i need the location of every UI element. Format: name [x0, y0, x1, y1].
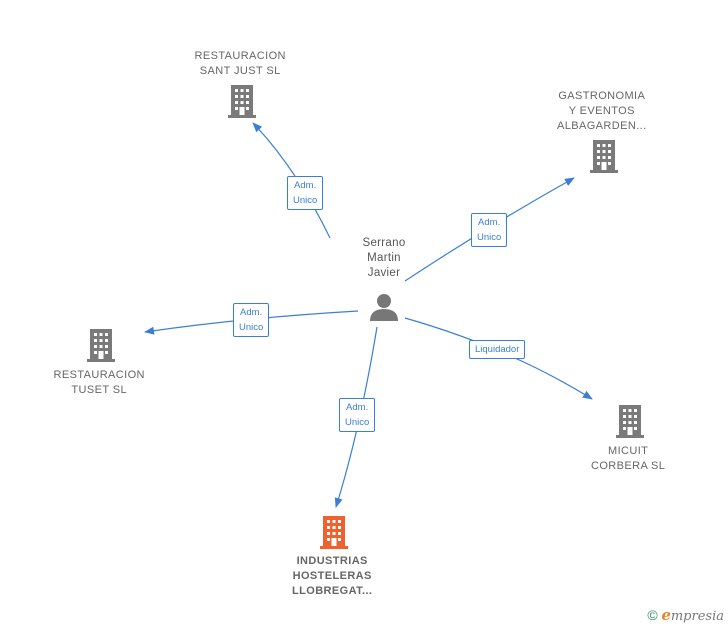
company-label-industrias-llobregat[interactable]: INDUSTRIAS HOSTELERAS LLOBREGAT... [292, 554, 372, 599]
edge-label-line: Adm. [240, 307, 263, 318]
brand-logo: empresia [661, 606, 724, 624]
company-name-line: RESTAURACION [53, 369, 145, 381]
company-name-line: RESTAURACION [194, 50, 286, 62]
person-icon[interactable] [370, 294, 398, 321]
edge-label-restauracion-tuset[interactable]: Adm. Unico [233, 303, 270, 337]
person-name-line: Javier [367, 267, 401, 279]
company-name-line: GASTRONOMIA [558, 90, 646, 102]
company-label-restauracion-sant-just[interactable]: RESTAURACION SANT JUST SL [195, 49, 286, 79]
edge-restauracion-sant-just [252, 122, 331, 239]
company-name-line: LLOBREGAT... [292, 585, 373, 597]
company-name-line: INDUSTRIAS [296, 555, 368, 567]
edge-label-line: Unico [239, 322, 264, 333]
company-name-line: TUSET SL [71, 384, 127, 396]
edge-label-line: Unico [477, 232, 502, 243]
edge-label-line: Unico [293, 195, 318, 206]
company-label-gastronomia-albagarden[interactable]: GASTRONOMIA Y EVENTOS ALBAGARDEN... [557, 89, 647, 134]
edge-label-line: Adm. [346, 402, 369, 413]
edge-label-line: Liquidador [475, 343, 520, 355]
building-icon[interactable] [228, 85, 256, 118]
edge-label-gastronomia-albagarden[interactable]: Adm. Unico [471, 213, 508, 247]
company-label-restauracion-tuset[interactable]: RESTAURACION TUSET SL [54, 368, 145, 398]
company-name-line: Y EVENTOS [568, 105, 635, 117]
edge-micuit-corbera [404, 317, 593, 400]
building-icon[interactable] [320, 516, 348, 549]
person-name-line: Martin [367, 252, 401, 264]
company-label-micuit-corbera[interactable]: MICUIT CORBERA SL [591, 444, 665, 474]
edge-label-line: Adm. [294, 180, 317, 191]
edge-label-line: Unico [345, 417, 370, 428]
person-name-line: Serrano [362, 237, 406, 249]
company-name-line: CORBERA SL [591, 460, 666, 472]
company-name-line: HOSTELERAS [292, 570, 372, 582]
company-name-line: ALBAGARDEN... [557, 120, 647, 132]
edge-label-restauracion-sant-just[interactable]: Adm. Unico [287, 176, 324, 210]
edge-label-industrias-llobregat[interactable]: Adm. Unico [339, 398, 376, 432]
building-icon[interactable] [616, 405, 644, 438]
company-name-line: MICUIT [608, 445, 649, 457]
edge-label-micuit-corbera[interactable]: Liquidador [469, 339, 526, 359]
copyright-symbol: © [647, 607, 658, 623]
building-icon[interactable] [87, 329, 115, 362]
building-icon[interactable] [590, 140, 618, 173]
edge-label-line: Adm. [478, 217, 501, 228]
watermark: © empresia [647, 606, 724, 624]
company-name-line: SANT JUST SL [199, 65, 281, 77]
